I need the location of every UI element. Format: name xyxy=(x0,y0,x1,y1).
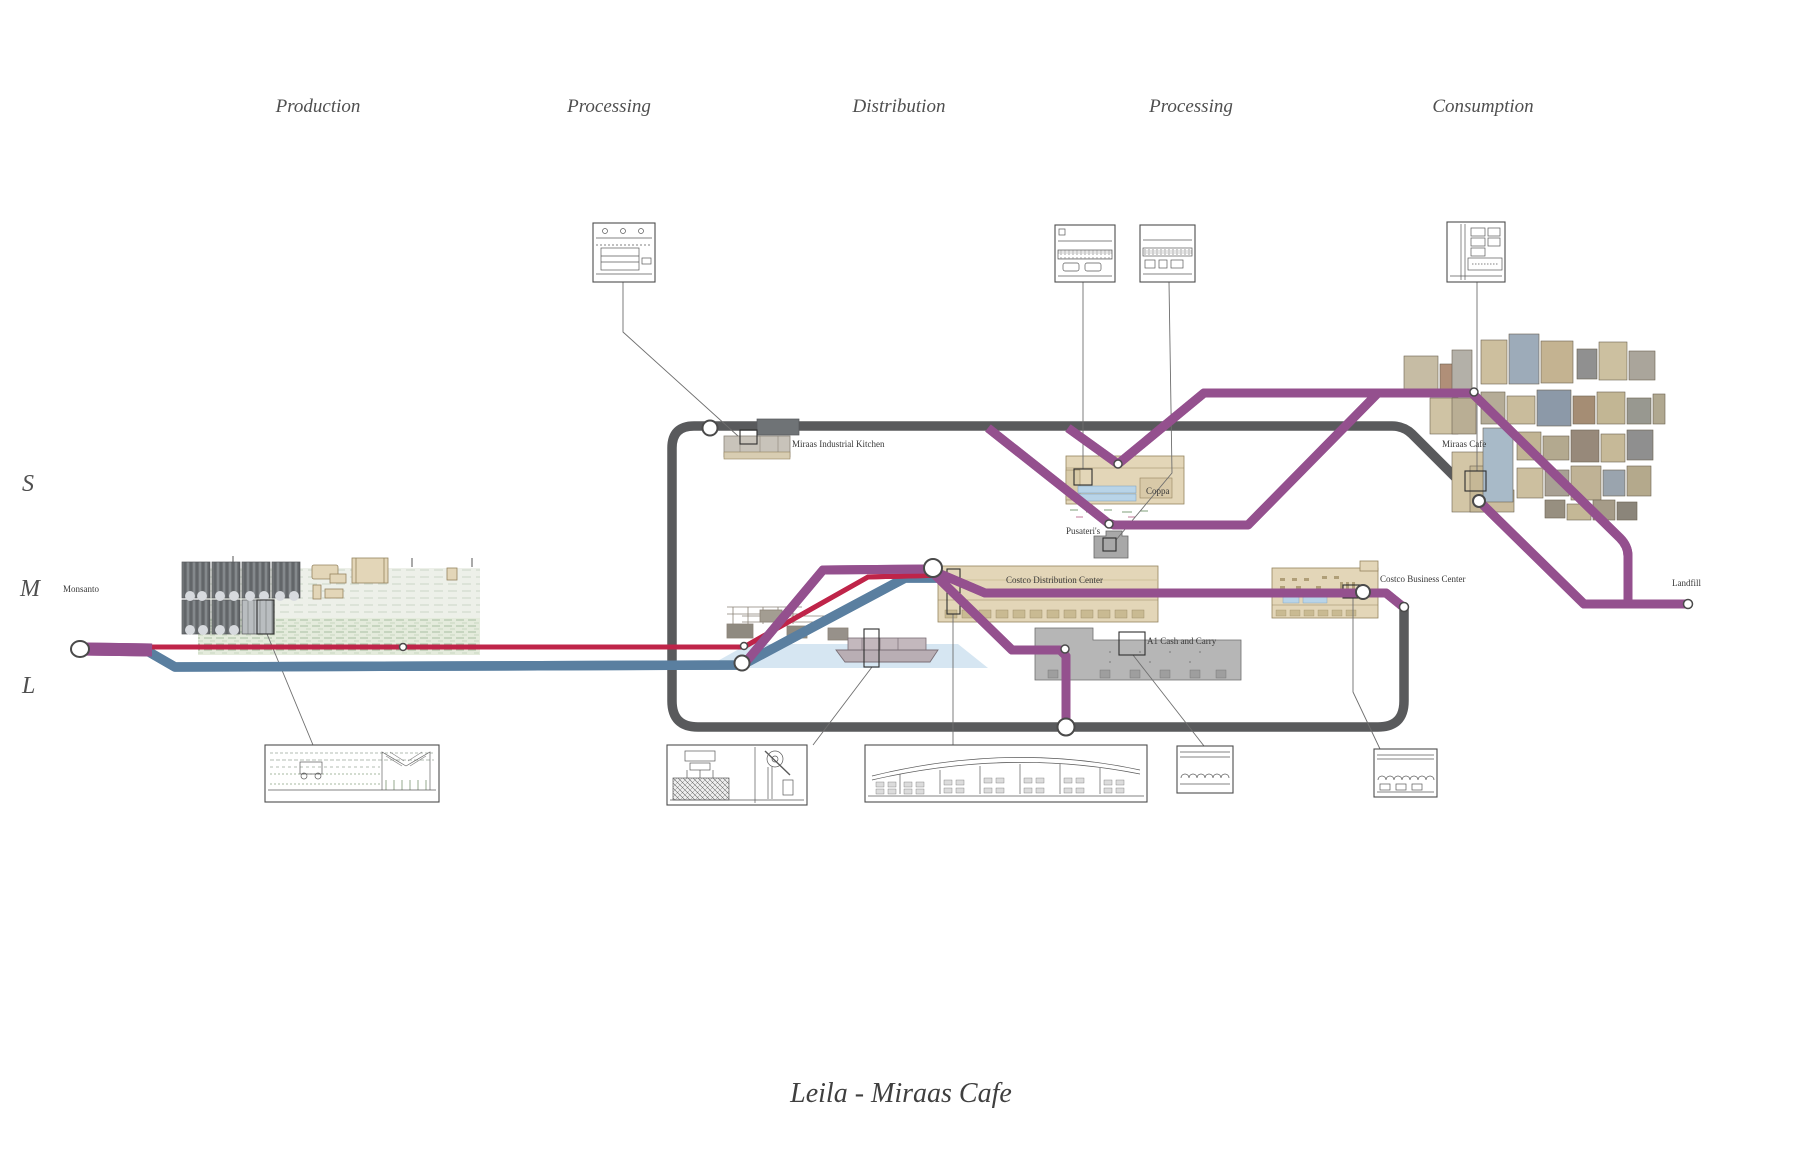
detail-box-cafe-section xyxy=(1446,221,1506,283)
node-a1 xyxy=(1060,644,1070,654)
label-miraas-cafe: Miraas Cafe xyxy=(1442,439,1486,449)
node-field xyxy=(398,642,408,652)
route-loop-gray xyxy=(667,421,1483,732)
stage-labels: Production Processing Distribution Proce… xyxy=(275,96,1534,117)
node-pusateris xyxy=(1104,519,1114,529)
stage-consumption: Consumption xyxy=(1432,96,1533,117)
stage-processing-1: Processing xyxy=(566,96,651,117)
node-blue-junction xyxy=(733,654,751,672)
node-business-center xyxy=(1355,584,1371,600)
node-loop-end xyxy=(1472,494,1486,508)
node-distribution xyxy=(923,558,943,578)
a1-cash-and-carry-building xyxy=(1034,627,1242,681)
node-loop-bottom xyxy=(1056,717,1076,737)
detail-box-farm-section xyxy=(264,744,440,803)
scale-l: L xyxy=(21,673,35,699)
label-pusateris: Pusateri's xyxy=(1066,526,1101,536)
node-red-bend xyxy=(739,641,749,651)
scale-m: M xyxy=(19,576,42,602)
label-monsanto: Monsanto xyxy=(63,584,100,594)
node-kitchen xyxy=(701,419,719,437)
detail-box-warehouse-section xyxy=(864,744,1148,803)
route-nodes xyxy=(70,387,1694,737)
node-loop-right xyxy=(1398,601,1410,613)
detail-box-pusateris-section xyxy=(1139,224,1196,283)
city-cluster-illustration xyxy=(1403,333,1666,521)
scale-s: S xyxy=(22,471,34,497)
node-landfill-end xyxy=(1682,598,1694,610)
barge-illustration xyxy=(835,637,939,663)
label-a1-cash-and-carry: A1 Cash and Carry xyxy=(1147,636,1217,646)
route-magenta-network xyxy=(745,388,1686,723)
route-start-stub xyxy=(82,649,152,650)
label-coppa: Coppa xyxy=(1146,486,1170,496)
label-landfill: Landfill xyxy=(1672,578,1701,588)
detail-box-coppa-section xyxy=(1054,224,1116,283)
detail-box-press-section xyxy=(666,744,808,806)
greenhouse-illustration xyxy=(181,561,301,635)
scale-labels: S M L xyxy=(19,471,42,699)
node-coppa xyxy=(1113,459,1123,469)
farm-equipment-illustration xyxy=(311,557,458,600)
detail-box-a1-section xyxy=(1176,745,1234,794)
page-title: Leila - Miraas Cafe xyxy=(789,1078,1012,1109)
leader-lines xyxy=(266,281,1478,750)
node-start xyxy=(70,640,90,658)
label-costco-business-center: Costco Business Center xyxy=(1380,574,1466,584)
label-miraas-industrial-kitchen: Miraas Industrial Kitchen xyxy=(792,439,885,449)
stage-processing-2: Processing xyxy=(1148,96,1233,117)
miraas-industrial-kitchen-building xyxy=(723,418,800,460)
route-production-red xyxy=(146,575,946,650)
node-city-entry xyxy=(1469,387,1479,397)
label-costco-distribution-center: Costco Distribution Center xyxy=(1006,575,1103,585)
stage-production: Production xyxy=(275,96,361,117)
detail-box-business-section xyxy=(1373,748,1438,798)
stage-distribution: Distribution xyxy=(852,96,946,117)
detail-box-kitchen-section xyxy=(592,222,656,283)
location-labels: Monsanto Miraas Industrial Kitchen Coppa… xyxy=(63,439,1701,646)
